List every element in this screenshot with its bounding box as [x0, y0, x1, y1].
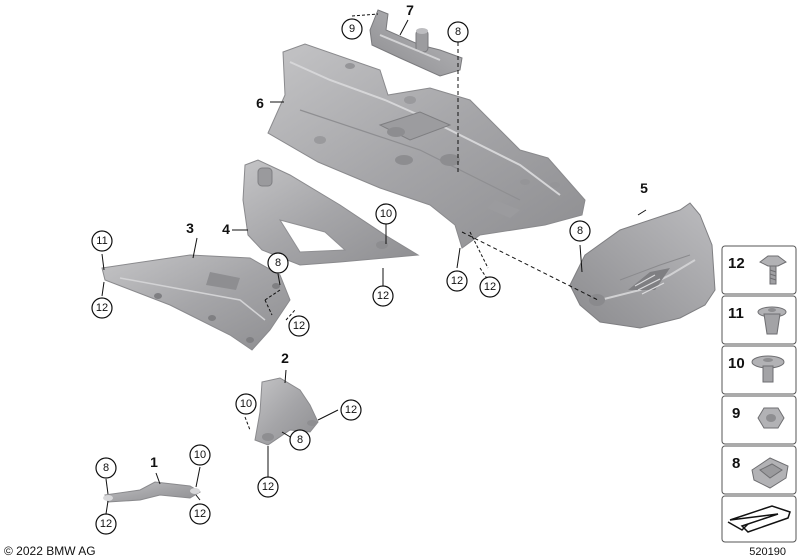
diagram-id: 520190 [749, 546, 786, 558]
callout-8: 8 [577, 225, 583, 237]
callout-11: 11 [96, 235, 107, 247]
panel-part-4 [242, 159, 420, 266]
callout-8: 8 [275, 257, 281, 269]
callout-12: 12 [194, 508, 206, 520]
part-number-5: 5 [640, 180, 648, 196]
leader-lines [101, 13, 647, 515]
callout-8: 8 [297, 434, 303, 446]
legend-number: 8 [732, 455, 740, 472]
screw-icon [759, 255, 787, 285]
bracket-part-2 [254, 377, 319, 446]
part-number-1: 1 [150, 454, 158, 470]
part-number-4: 4 [222, 221, 230, 237]
clip-nut-icon [751, 457, 789, 489]
callout-12: 12 [377, 290, 389, 302]
callout-8: 8 [103, 462, 109, 474]
fastener-legend: 12 11 10 9 8 [721, 245, 797, 543]
legend-number: 12 [728, 255, 745, 272]
flange-nut-icon [751, 355, 785, 383]
legend-number: 11 [728, 305, 744, 322]
callout-10: 10 [380, 208, 392, 220]
callout-12: 12 [451, 275, 463, 287]
part-number-2: 2 [281, 350, 289, 366]
callout-10: 10 [194, 449, 206, 461]
bracket-part-7 [369, 9, 463, 77]
part-number-6: 6 [256, 95, 264, 111]
liner-part-5 [569, 202, 716, 329]
part-number-3: 3 [186, 220, 194, 236]
expanding-rivet-icon [757, 306, 787, 335]
callout-9: 9 [349, 23, 355, 35]
arrow-icon [727, 505, 791, 533]
callout-12: 12 [345, 404, 357, 416]
copyright-text: © 2022 BMW AG [4, 544, 96, 558]
hex-nut-icon [757, 407, 785, 429]
callout-12: 12 [484, 281, 496, 293]
callout-12: 12 [262, 481, 274, 493]
callout-8: 8 [455, 26, 461, 38]
part-number-7: 7 [406, 2, 414, 18]
callout-10: 10 [240, 398, 252, 410]
panel-part-3 [101, 254, 291, 351]
callout-12: 12 [96, 302, 108, 314]
legend-number: 10 [728, 355, 745, 372]
legend-number: 9 [732, 405, 740, 422]
callout-12: 12 [100, 518, 112, 530]
callout-12: 12 [293, 320, 305, 332]
strip-part-1 [103, 481, 201, 503]
callout-circles [91, 18, 591, 535]
underbody-panel-part-6 [267, 43, 586, 249]
